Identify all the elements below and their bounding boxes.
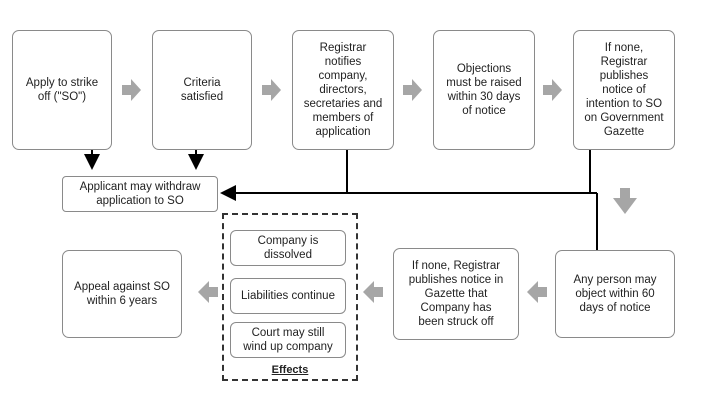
effect-wind-up-label: Court may still wind up company <box>243 326 333 353</box>
effect-liabilities: Liabilities continue <box>230 278 346 314</box>
flow-arrow-7 <box>198 281 218 303</box>
struck-off-label: If none, Registrar publishes notice in G… <box>408 259 504 329</box>
apply-label: Apply to strike off ("SO") <box>25 76 99 103</box>
effect-liabilities-label: Liabilities continue <box>241 289 335 302</box>
effects-group <box>222 213 358 381</box>
flow-arrow-down <box>613 188 637 214</box>
withdraw-label: Applicant may withdraw application to SO <box>79 180 201 207</box>
flow-arrow-6 <box>363 281 383 303</box>
effect-wind-up: Court may still wind up company <box>230 322 346 358</box>
effects-title: Effects <box>271 364 309 376</box>
any-person-box: Any person may object within 60 days of … <box>555 250 675 338</box>
flow-arrow-1 <box>122 79 141 101</box>
flow-arrow-5 <box>527 281 547 303</box>
objections-label: Objections must be raised within 30 days… <box>446 62 522 118</box>
appeal-label: Appeal against SO within 6 years <box>74 280 170 307</box>
if-none-publishes-label: If none, Registrar publishes notice of i… <box>584 41 664 139</box>
withdraw-box: Applicant may withdraw application to SO <box>62 176 218 212</box>
flow-arrow-4 <box>543 79 562 101</box>
flow-arrow-2 <box>262 79 281 101</box>
apply-box: Apply to strike off ("SO") <box>12 30 112 150</box>
appeal-box: Appeal against SO within 6 years <box>62 250 182 338</box>
effect-dissolved-label: Company is dissolved <box>257 234 319 261</box>
struck-off-box: If none, Registrar publishes notice in G… <box>393 248 519 340</box>
any-person-label: Any person may object within 60 days of … <box>573 273 657 314</box>
effect-dissolved: Company is dissolved <box>230 230 346 266</box>
registrar-notifies-box: Registrar notifies company, directors, s… <box>292 30 394 150</box>
objections-box: Objections must be raised within 30 days… <box>433 30 535 150</box>
if-none-publishes-box: If none, Registrar publishes notice of i… <box>573 30 675 150</box>
criteria-box: Criteria satisfied <box>152 30 252 150</box>
criteria-label: Criteria satisfied <box>180 76 224 103</box>
registrar-notifies-label: Registrar notifies company, directors, s… <box>303 41 383 139</box>
flow-arrow-3 <box>403 79 422 101</box>
